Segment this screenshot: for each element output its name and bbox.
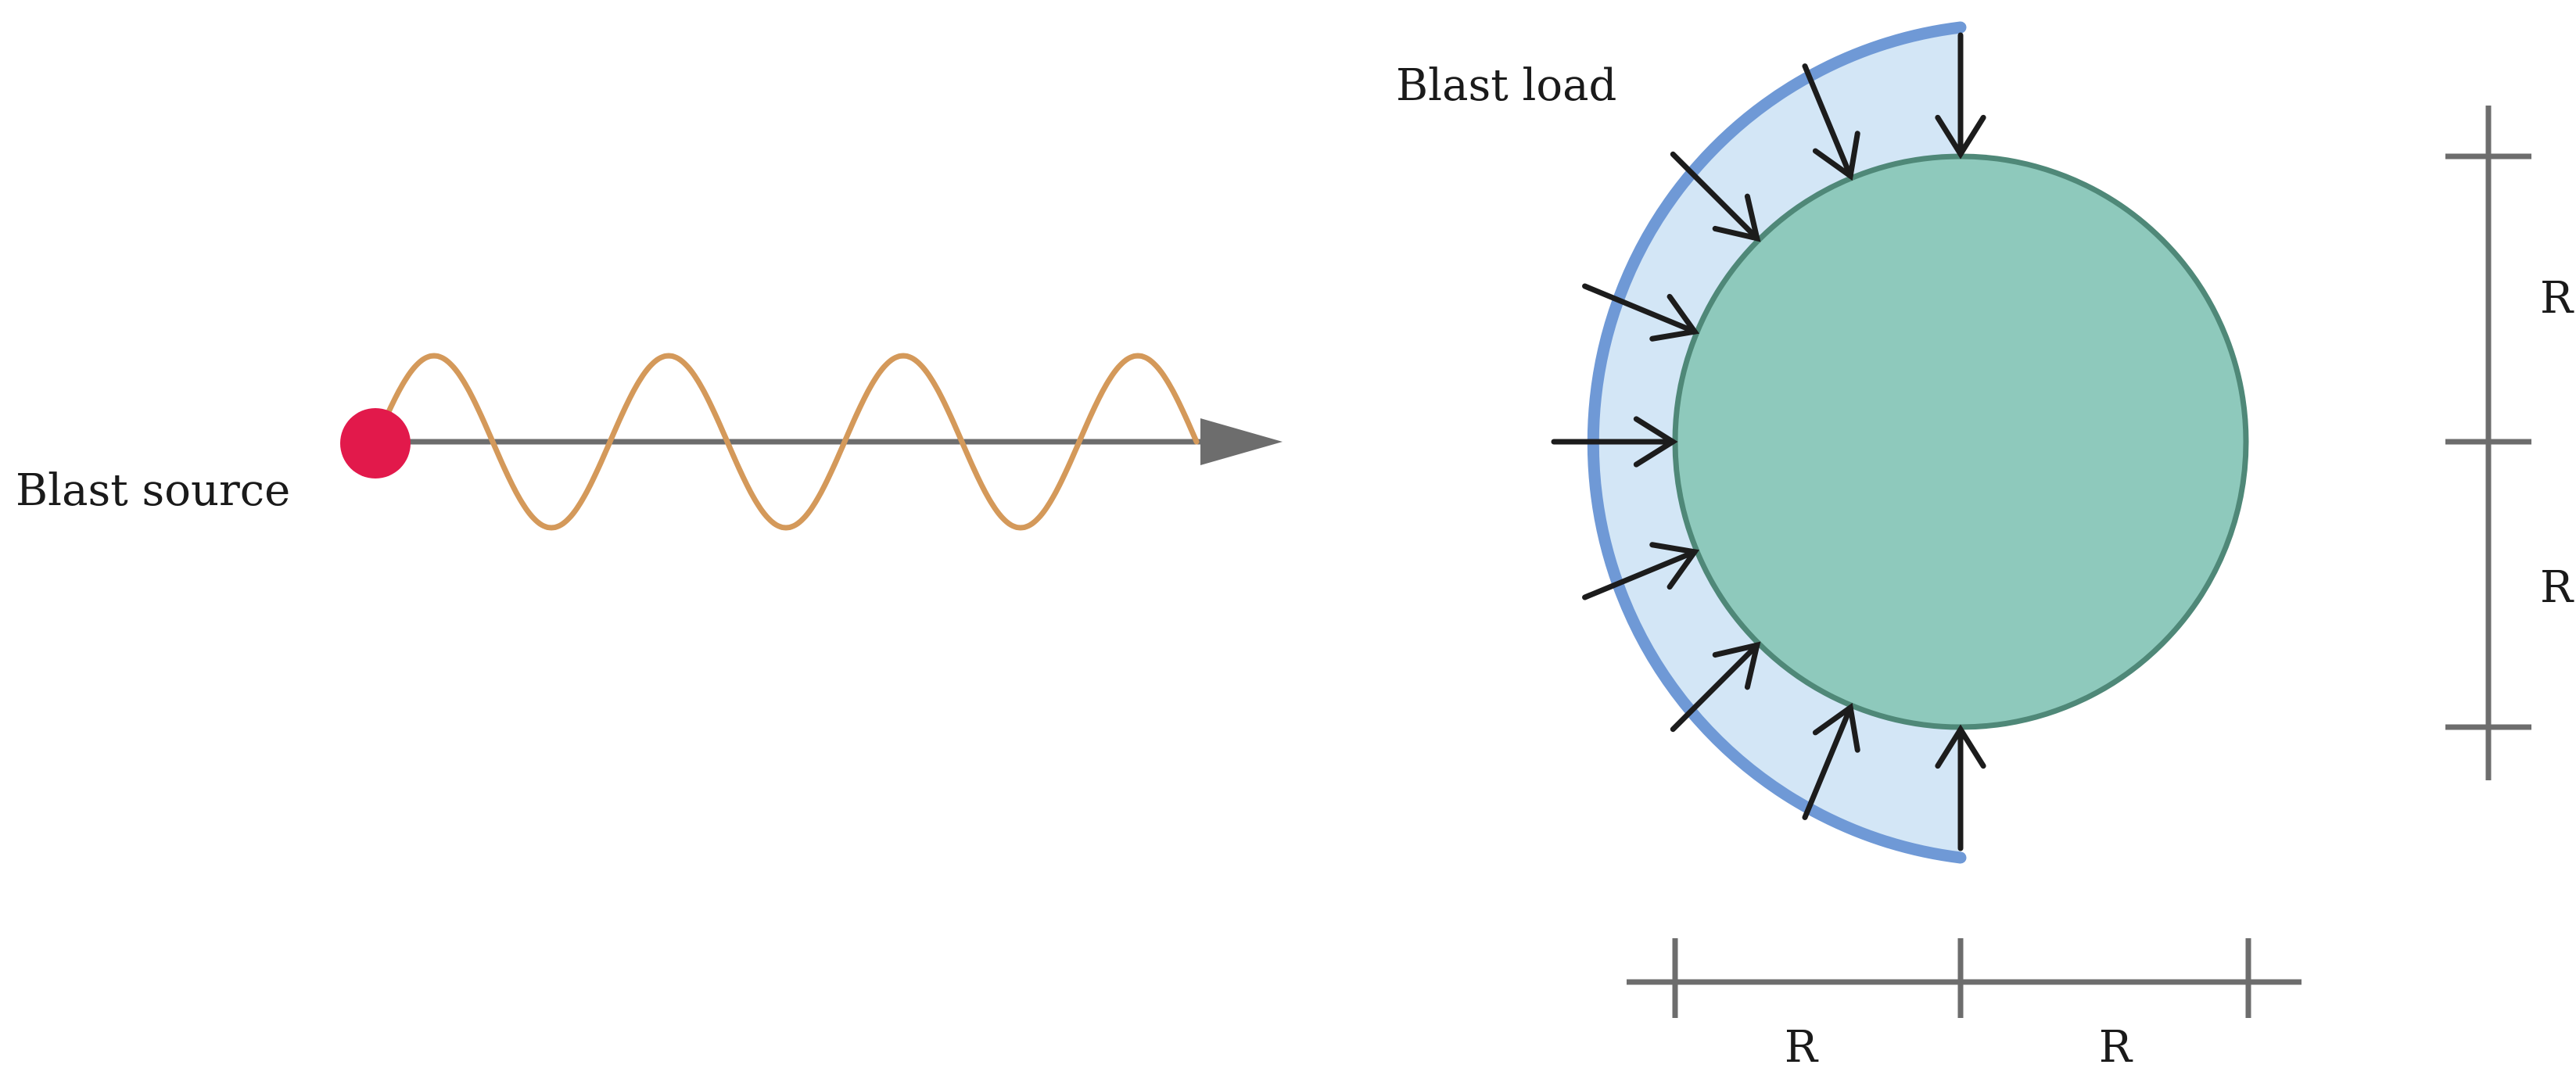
load-arrow-shaft [1670,642,1760,733]
dimension-label-right-lower: R [2540,562,2574,613]
load-arrow [1935,724,1986,851]
load-arrow [1551,416,1678,468]
blast-source-dot [340,408,411,478]
load-arrow [1582,542,1700,600]
load-arrow [1670,151,1761,242]
load-arrow-shaft [1582,549,1698,600]
load-arrow-head [1633,416,1678,468]
horizontal-dimension [1627,938,2302,1018]
blast-source-label: Blast source [16,465,290,516]
load-arrow-head [1935,724,1986,769]
blast-wave [372,353,1200,531]
load-arrow-head [1935,114,1986,159]
blast-load-label: Blast load [1396,60,1616,111]
propagation-arrowhead [1200,418,1283,465]
load-arrow-shaft [1802,704,1853,820]
load-arrow-head [1712,193,1761,242]
load-arrow-head [1712,641,1761,690]
load-arrow-shaft [1802,63,1853,179]
load-arrow-head [1812,702,1860,753]
load-arrow-head [1812,131,1860,181]
load-arrow [1802,63,1860,181]
load-arrow [1670,641,1761,733]
load-arrow-head [1649,293,1700,342]
dimension-label-right-upper: R [2540,273,2574,324]
load-arrow-head [1649,542,1700,590]
blast-source-group: Blast source [16,353,1283,531]
dimension-label-bottom-right: R [2099,1022,2133,1073]
cylinder-section [1672,153,2249,730]
load-arrow-shaft [1582,283,1698,335]
load-arrow [1935,32,1986,159]
vertical-dimension [2445,106,2531,780]
load-arrow [1582,283,1700,342]
blast-load-band [1593,27,1961,858]
dimension-label-bottom-left: R [1785,1022,1819,1073]
blast-load-group: Blast load [1396,21,2249,864]
load-arrows [1551,32,1986,851]
load-arrow-shaft [1670,151,1760,242]
load-arrow [1802,702,1860,820]
